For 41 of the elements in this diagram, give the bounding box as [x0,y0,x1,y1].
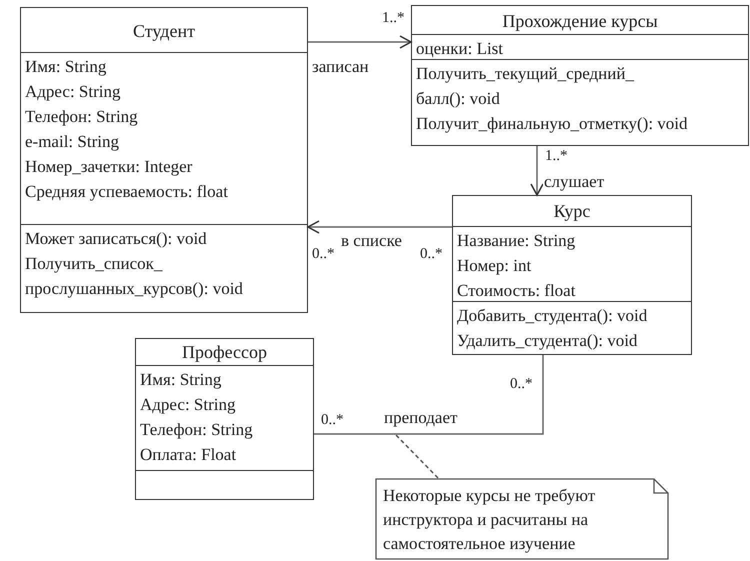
note-box [375,478,669,560]
attribute: Оплата: Float [140,444,238,466]
class-box [135,338,314,500]
multiplicity-label: 0..* [420,246,442,262]
class-name: Студент [132,20,196,43]
multiplicity-label: 1..* [545,148,568,164]
attribute: Номер_зачетки: Integer [25,156,194,178]
multiplicity-label: 0..* [321,412,344,428]
attribute: Телефон: String [25,106,139,128]
attribute: Имя: String [25,56,108,78]
note-connector [394,433,439,479]
method: Получит_финальную_отметку(): void [416,113,689,135]
attribute: Стоимость: float [457,280,576,302]
attribute: Адрес: String [140,394,236,416]
class-box [411,5,749,146]
method: Получить_текущий_средний_ балл(): void [416,63,636,110]
attribute: Адрес: String [25,81,122,103]
attribute: Телефон: String [140,419,254,441]
class-box [20,7,308,313]
association-arrow [308,35,412,49]
attribute: Имя: String [140,369,222,391]
association-arrow [307,220,452,234]
method: Может записаться(): void [25,228,208,250]
class-name: Курс [552,200,592,223]
class-name: Прохождение курсы [501,10,659,33]
association-line [314,355,544,435]
attribute: Название: String [457,230,576,252]
multiplicity-label: 1..* [382,10,404,26]
method: Удалить_студента(): void [457,330,638,352]
class-box [452,195,692,355]
attribute: Средняя успеваемость: float [25,181,229,203]
attribute: Номер: int [457,255,532,277]
multiplicity-label: 0..* [312,246,334,262]
method: Получить_список_ прослушанных_курсов(): void [25,253,244,300]
attribute: оценки: List [416,38,504,60]
class-name: Профессор [180,341,268,364]
method: Добавить_студента(): void [457,305,648,327]
association-arrow [530,146,544,196]
multiplicity-label: 0..* [510,376,532,392]
attribute: e-mail: String [25,131,120,153]
note-text: Некоторые курсы не требуют инструктора и расчитаны на самостоятельное изучение [383,485,596,555]
